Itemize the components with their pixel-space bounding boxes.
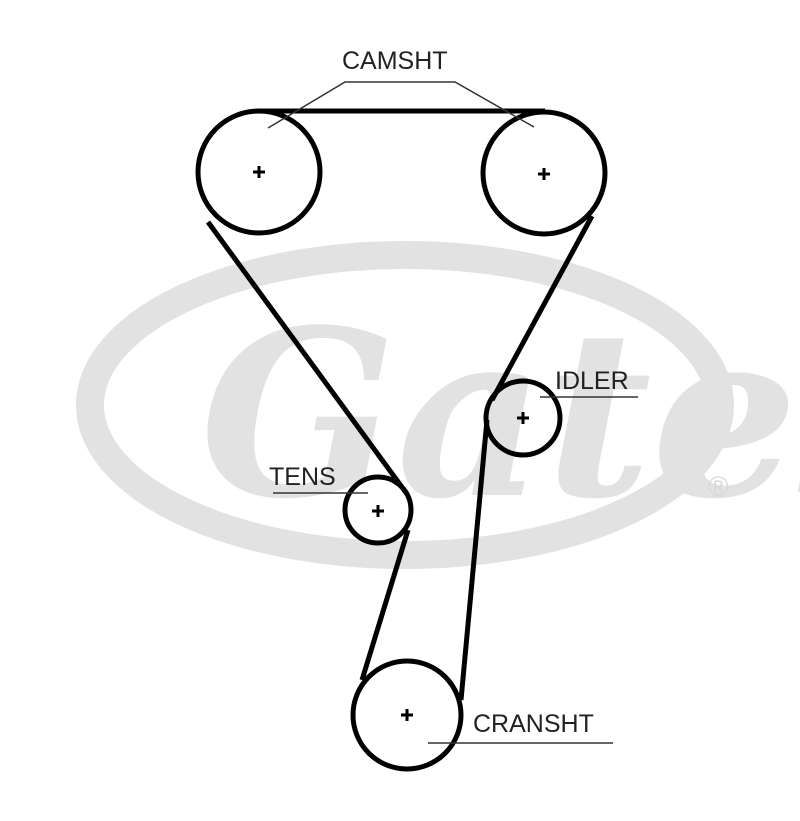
idler-pulley [483, 378, 563, 458]
right-camshaft-pulley [480, 109, 608, 237]
left-camshaft-pulley [195, 108, 323, 236]
tensioner-label: TENS [269, 463, 336, 491]
leader-lines [267, 81, 638, 744]
gates-watermark: Gates ® [76, 241, 800, 569]
watermark-logo-text: Gates [200, 280, 800, 550]
camshaft-label: CAMSHT [342, 47, 448, 75]
tensioner-pulley [342, 474, 414, 546]
crankshaft-label: CRANSHT [473, 710, 594, 738]
idler-label: IDLER [555, 367, 629, 395]
center-marks [253, 166, 550, 721]
timing-belt [205, 108, 595, 701]
crankshaft-pulley [350, 658, 464, 772]
registered-mark: ® [708, 471, 729, 502]
